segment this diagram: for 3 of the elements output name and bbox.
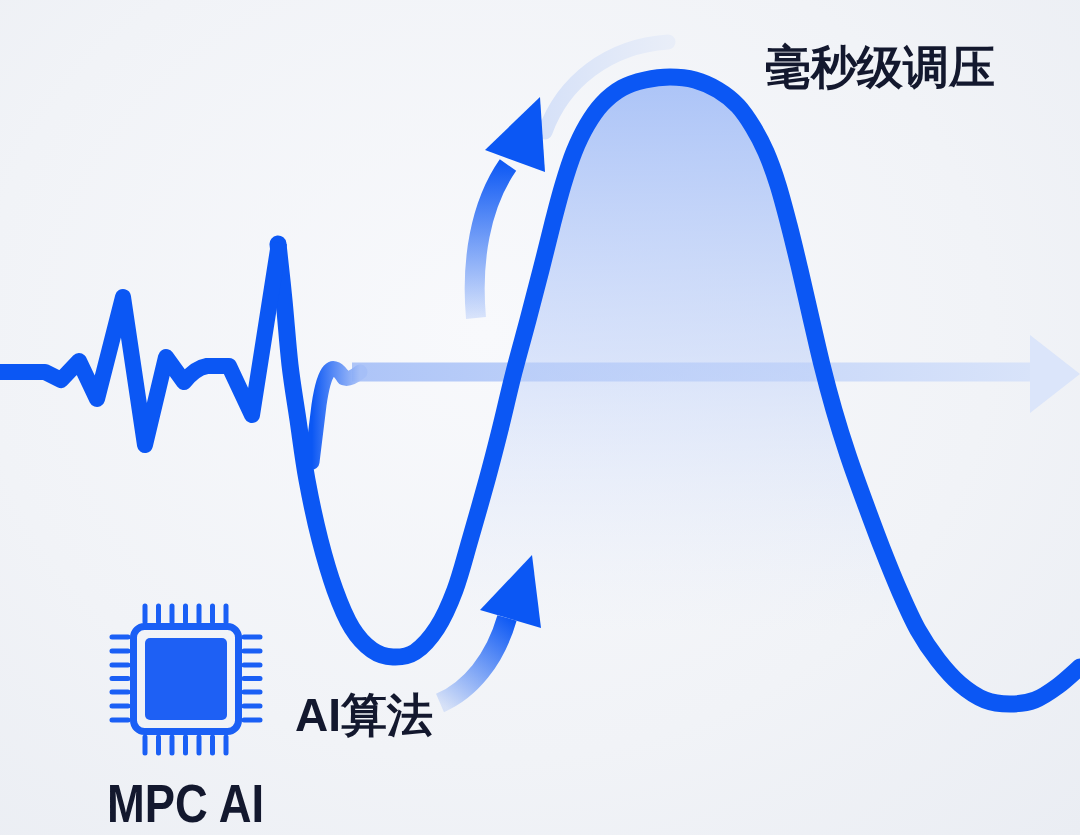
arrow-label: AI算法 bbox=[295, 692, 433, 738]
heading: 毫秒级调压 bbox=[765, 44, 995, 90]
icon-caption: MPC AI bbox=[107, 776, 265, 830]
